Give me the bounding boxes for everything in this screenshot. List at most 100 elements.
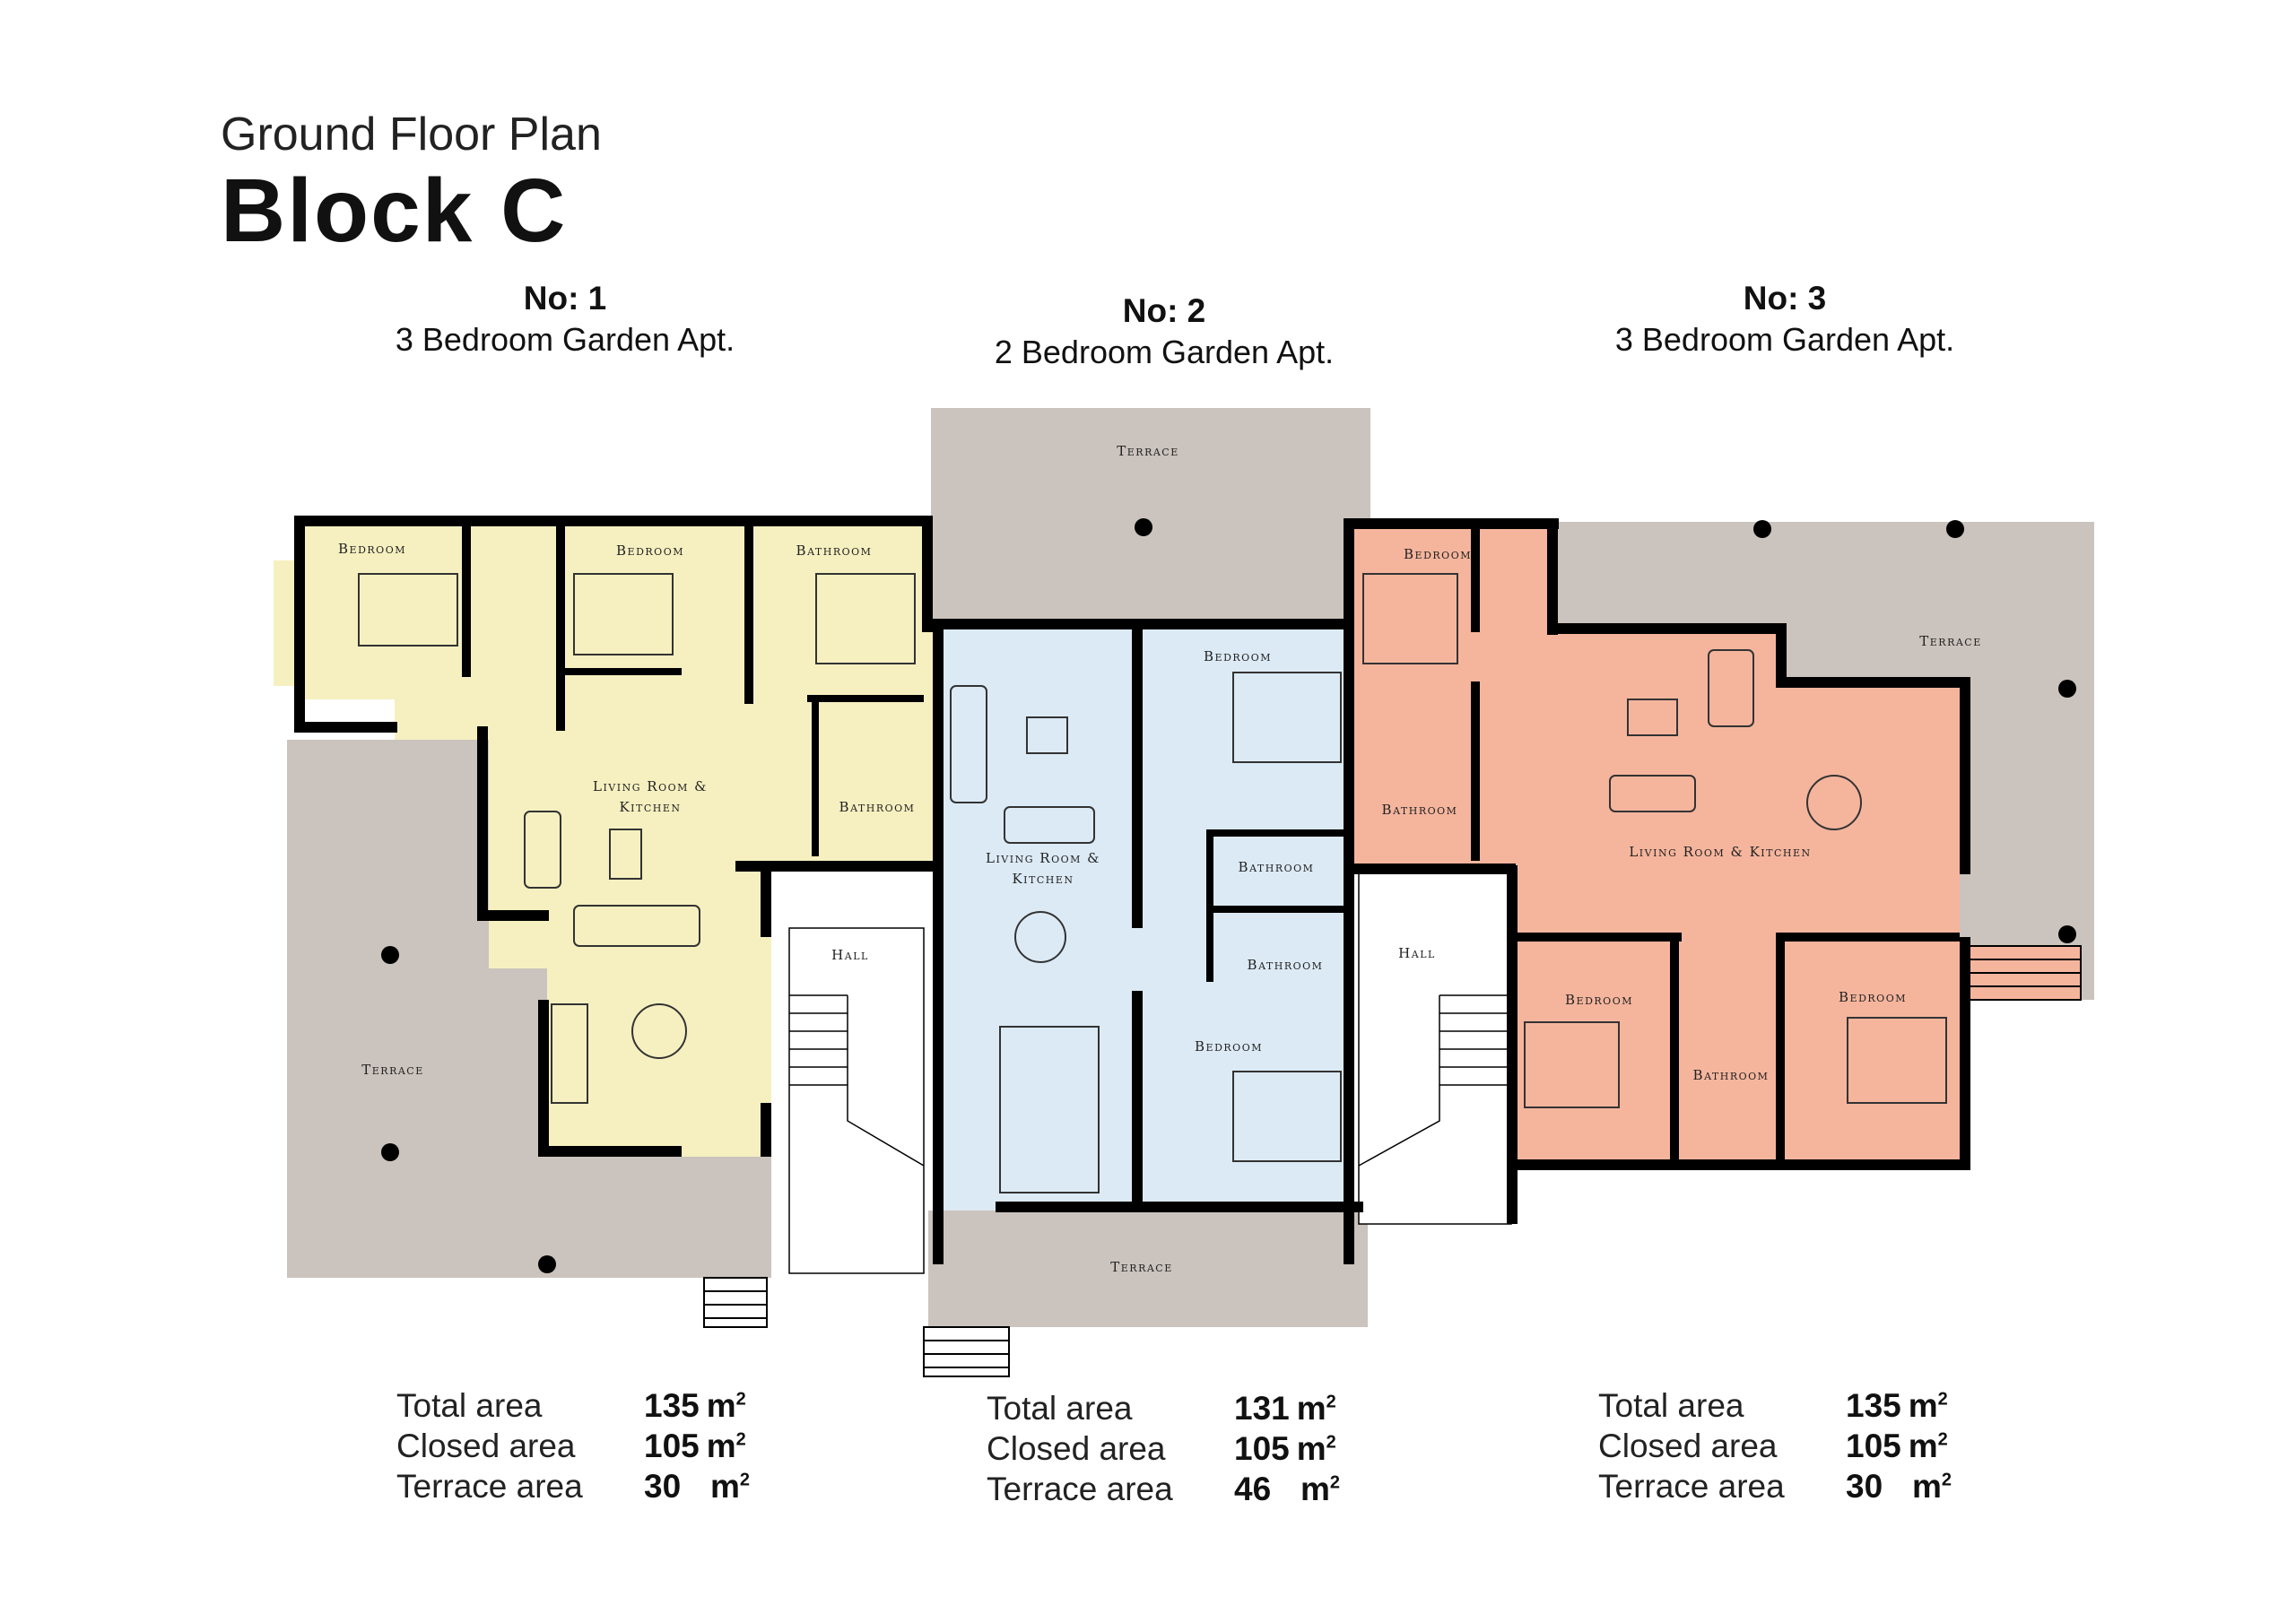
area-value: 135	[1846, 1386, 1901, 1424]
label-apt1-bedroom2: Bedroom	[616, 542, 684, 559]
area-row: Closed area 105 m2	[1598, 1426, 1952, 1466]
apt3-number: No: 3	[1743, 280, 1827, 317]
label-apt1-living: Living Room &	[593, 778, 708, 794]
label-apt1-terrace: Terrace	[361, 1062, 424, 1078]
label-apt3-bedroom3: Bedroom	[1839, 989, 1907, 1005]
couch-apt1	[573, 905, 700, 947]
apt1-heading: No: 1 3 Bedroom Garden Apt.	[296, 280, 834, 359]
bed-apt3-bedroom1	[1362, 573, 1458, 664]
area-row: Terrace area 46 m2	[987, 1469, 1340, 1509]
area-value: 30	[1846, 1467, 1883, 1505]
bed-apt1-bedroom2	[573, 573, 674, 655]
apt1-areas: Total area 135 m2 Closed area 105 m2 Ter…	[396, 1385, 750, 1506]
area-unit: m2	[710, 1467, 751, 1505]
area-label: Terrace area	[1598, 1467, 1785, 1505]
label-apt2-terrace-bottom: Terrace	[1110, 1259, 1173, 1275]
area-row: Terrace area 30 m2	[1598, 1466, 1952, 1506]
table-apt1	[609, 829, 642, 880]
area-value: 105	[1234, 1429, 1290, 1467]
sofa-apt1	[524, 811, 561, 889]
couch-apt3	[1609, 775, 1696, 812]
area-label: Total area	[987, 1389, 1133, 1427]
apt1-number: No: 1	[523, 280, 607, 317]
area-label: Terrace area	[396, 1467, 583, 1505]
label-apt3-living: Living Room & Kitchen	[1629, 844, 1811, 860]
table-apt3	[1627, 699, 1678, 736]
dining-table-apt3	[1806, 775, 1862, 830]
bed-apt3-bedroom2	[1524, 1021, 1620, 1108]
label-apt3-bedroom1: Bedroom	[1404, 546, 1472, 562]
area-row: Total area 135 m2	[1598, 1385, 1952, 1426]
sofa-apt3	[1708, 649, 1754, 727]
room-labels: Bedroom Bedroom Bathroom Living Room & K…	[338, 443, 1982, 1275]
apt2-areas: Total area 131 m2 Closed area 105 m2 Ter…	[987, 1388, 1340, 1509]
area-label: Total area	[396, 1386, 543, 1424]
stairs-left-hall	[789, 994, 925, 1167]
terrace-apt2-bottom	[928, 1211, 1368, 1327]
area-row: Terrace area 30 m2	[396, 1466, 750, 1506]
label-apt3-terrace: Terrace	[1919, 633, 1982, 649]
steps-apt1	[703, 1277, 768, 1328]
area-unit: m2	[1908, 1386, 1948, 1424]
area-row: Total area 135 m2	[396, 1385, 750, 1426]
area-row: Total area 131 m2	[987, 1388, 1340, 1428]
apt3-type: 3 Bedroom Garden Apt.	[1614, 321, 1955, 358]
area-label: Closed area	[987, 1429, 1166, 1467]
table-apt2	[1026, 716, 1068, 754]
bed-apt2-top	[1232, 672, 1342, 763]
area-value: 105	[644, 1427, 700, 1464]
label-apt3-bedroom2: Bedroom	[1565, 992, 1633, 1008]
entrance-steps	[703, 945, 2082, 1377]
area-value: 131	[1234, 1389, 1290, 1427]
area-label: Closed area	[396, 1427, 576, 1464]
area-unit: m2	[706, 1427, 746, 1464]
area-unit: m2	[1300, 1470, 1341, 1507]
area-label: Closed area	[1598, 1427, 1778, 1464]
area-row: Closed area 105 m2	[396, 1426, 750, 1466]
apt2-heading: No: 2 2 Bedroom Garden Apt.	[895, 292, 1433, 371]
area-value: 135	[644, 1386, 700, 1424]
furniture	[358, 573, 1947, 1193]
dining-table-apt2	[1014, 911, 1066, 963]
bed-apt1-bedroom1	[358, 573, 458, 647]
label-apt3-bathroom1: Bathroom	[1382, 802, 1458, 818]
label-apt1-bathroom2: Bathroom	[839, 799, 916, 815]
area-unit: m2	[1908, 1427, 1948, 1464]
area-value: 30	[644, 1467, 682, 1505]
area-unit: m2	[706, 1386, 746, 1424]
couch-apt2	[1004, 806, 1095, 844]
label-apt2-terrace-top: Terrace	[1117, 443, 1179, 459]
stairwells	[788, 864, 1512, 1274]
counter-apt1	[551, 1003, 588, 1104]
area-value: 105	[1846, 1427, 1901, 1464]
apt1-floor	[274, 520, 933, 1157]
apt3-areas: Total area 135 m2 Closed area 105 m2 Ter…	[1598, 1385, 1952, 1506]
apt1-type: 3 Bedroom Garden Apt.	[395, 321, 735, 358]
area-unit: m2	[1296, 1389, 1336, 1427]
label-apt2-bathroom1: Bathroom	[1239, 859, 1315, 875]
area-value: 46	[1234, 1470, 1272, 1507]
area-unit: m2	[1912, 1467, 1952, 1505]
label-apt1-hall: Hall	[831, 947, 869, 963]
plan-subtitle: Ground Floor Plan	[221, 108, 602, 161]
apt2-floor	[942, 628, 1354, 1211]
terrace-apt2-top	[931, 408, 1370, 632]
apt3-heading: No: 3 3 Bedroom Garden Apt.	[1516, 280, 2054, 359]
bed-apt1-bedroom3	[815, 573, 916, 664]
label-apt3-bathroom2: Bathroom	[1693, 1067, 1770, 1083]
area-label: Total area	[1598, 1386, 1744, 1424]
area-unit: m2	[1296, 1429, 1336, 1467]
label-apt1-kitchen: Kitchen	[619, 799, 681, 815]
sofa-apt2	[950, 685, 987, 803]
walls	[294, 516, 1970, 1264]
dining-table-apt1	[631, 1003, 687, 1059]
columns	[381, 518, 2076, 1273]
label-apt1-bedroom1: Bedroom	[338, 541, 406, 557]
plan-title: Block C	[221, 161, 568, 261]
label-apt2-bedroom1: Bedroom	[1204, 648, 1272, 664]
area-row: Closed area 105 m2	[987, 1428, 1340, 1469]
label-apt2-living: Living Room &	[986, 850, 1100, 866]
area-label: Terrace area	[987, 1470, 1173, 1507]
stairs-right-hall	[1358, 994, 1511, 1167]
